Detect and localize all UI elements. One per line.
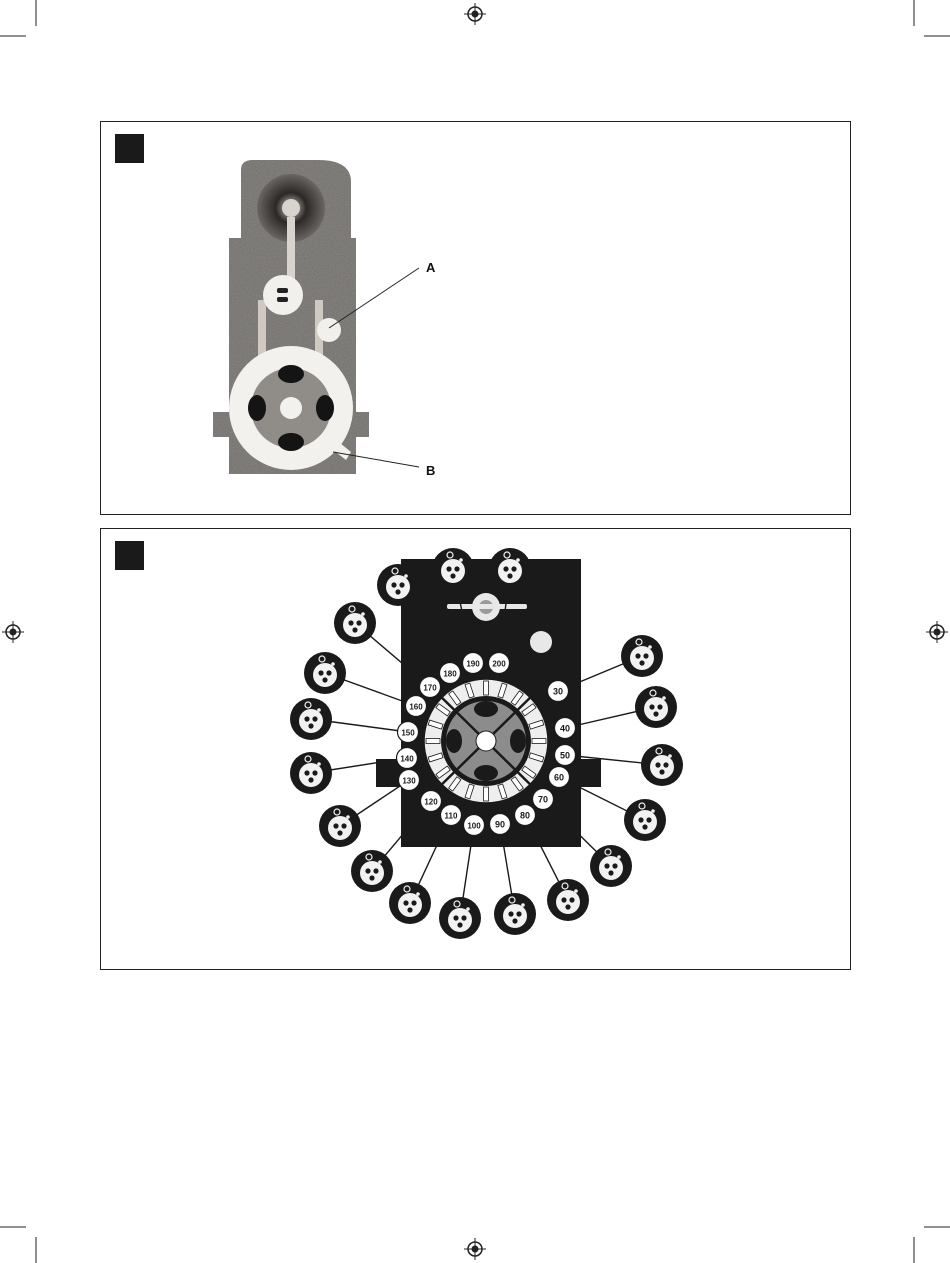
figure-1-panel: A B	[100, 121, 851, 515]
setting-label: 190	[463, 653, 484, 674]
setting-label-text: 90	[495, 820, 505, 830]
setting-label-text: 110	[445, 812, 458, 821]
setting-label: 200	[489, 653, 510, 674]
plug-connector-icon	[624, 799, 666, 841]
setting-label: 180	[440, 663, 461, 684]
setting-label: 70	[533, 789, 554, 810]
plug-connector-icon	[377, 564, 419, 606]
plug-connector-icon	[319, 805, 361, 847]
plug-connector-icon	[432, 548, 474, 590]
setting-label-text: 180	[443, 670, 457, 679]
plug-connector-icon	[304, 652, 346, 694]
setting-label-text: 170	[423, 684, 437, 693]
plug-connector-icon	[494, 893, 536, 935]
callout-label-b: B	[426, 463, 435, 478]
dial-tick	[484, 787, 489, 801]
plug-connector-icon	[290, 698, 332, 740]
plug-connector-icon	[635, 686, 677, 728]
dial-tick	[484, 681, 489, 695]
setting-label: 50	[555, 745, 576, 766]
registration-mark-icon	[926, 621, 948, 643]
dial-tick	[532, 739, 546, 744]
plug-connector-icon	[334, 602, 376, 644]
setting-label: 140	[397, 748, 418, 769]
setting-label: 30	[548, 681, 569, 702]
setting-dial	[424, 679, 548, 803]
setting-label-text: 50	[560, 751, 570, 761]
plug-connector-icon	[641, 744, 683, 786]
plug-connector-icon	[547, 879, 589, 921]
callout-label-a: A	[426, 260, 435, 275]
plug-connector-icon	[489, 548, 531, 590]
plug-connector-icon	[439, 897, 481, 939]
setting-dial-diagram: 30 40 50 60 70 80 90 100 110 120 130 140 150 160 170 18…	[101, 529, 850, 969]
setting-label-text: 60	[554, 773, 564, 783]
setting-label: 110	[441, 805, 462, 826]
plug-connector-icon	[351, 850, 393, 892]
setting-label-text: 40	[560, 724, 570, 734]
setting-label: 150	[398, 722, 419, 743]
setting-label-text: 70	[538, 795, 548, 805]
setting-label: 80	[515, 805, 536, 826]
setting-label-text: 80	[520, 811, 530, 821]
setting-label-text: 200	[492, 660, 506, 669]
registration-mark-icon	[464, 3, 486, 25]
setting-label: 160	[406, 696, 427, 717]
setting-label: 40	[555, 718, 576, 739]
setting-label-text: 30	[553, 687, 563, 697]
setting-label: 100	[464, 815, 485, 836]
setting-label-text: 140	[400, 755, 414, 764]
setting-label-text: 160	[409, 703, 423, 712]
dial-tick	[426, 739, 440, 744]
setting-label-text: 130	[402, 777, 416, 786]
plug-connector-icon	[621, 635, 663, 677]
registration-mark-icon	[2, 621, 24, 643]
plug-connector-icon	[590, 845, 632, 887]
setting-label: 90	[490, 814, 511, 835]
setting-label: 120	[421, 791, 442, 812]
setting-label: 130	[399, 770, 420, 791]
plug-connector-icon	[290, 752, 332, 794]
registration-mark-icon	[464, 1238, 486, 1260]
setting-label-text: 190	[466, 660, 480, 669]
thermostat-photo	[101, 122, 850, 514]
plug-connector-icon	[389, 882, 431, 924]
setting-label: 60	[549, 767, 570, 788]
setting-label-text: 120	[424, 798, 438, 807]
figure-2-panel: 30 40 50 60 70 80 90 100 110 120 130 140 150 160 170 18…	[100, 528, 851, 970]
setting-label: 170	[420, 677, 441, 698]
setting-label-text: 150	[401, 729, 415, 738]
setting-label-text: 100	[467, 822, 481, 831]
